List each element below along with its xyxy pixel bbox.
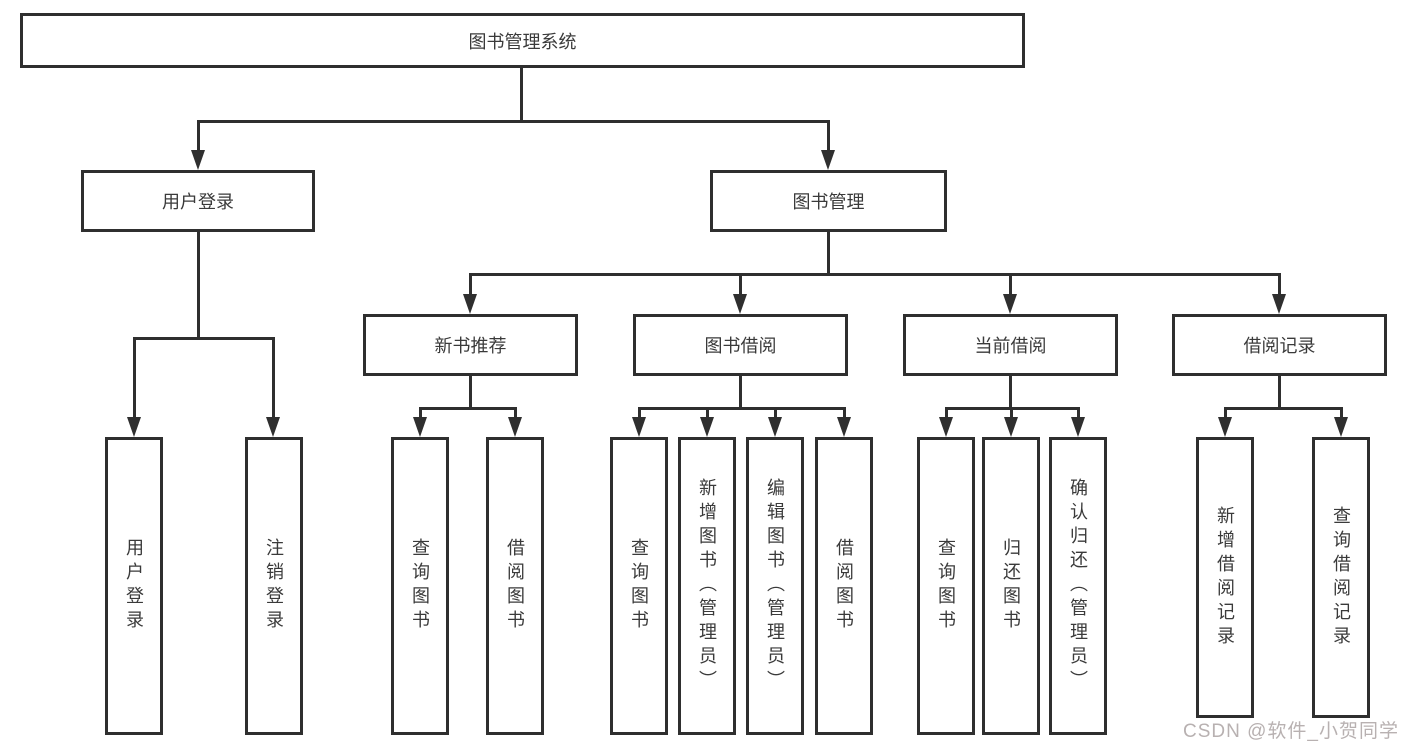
connector-stem-leaf: [706, 407, 709, 421]
arrow-down-icon: [191, 150, 205, 170]
node-root-label: 图书管理系统: [468, 31, 577, 52]
connector-stem-l3: [739, 273, 742, 296]
arrow-down-icon: [463, 294, 477, 314]
connector-g1-horizontal: [419, 407, 517, 410]
connector-bm-vertical: [827, 232, 830, 273]
connector-root-horizontal: [197, 120, 830, 123]
arrow-down-icon: [1334, 417, 1348, 437]
connector-g2-horizontal: [638, 407, 846, 410]
node-user-login: 用户登录: [81, 170, 315, 232]
leaf-borrow-books: 借阅图书: [486, 437, 544, 735]
node-borrow-records: 借阅记录: [1172, 314, 1387, 376]
node-root: 图书管理系统: [20, 13, 1025, 68]
leaf-user-login: 用户登录: [105, 437, 163, 735]
connector-stem-leaf: [1340, 407, 1343, 421]
connector-stem-leaf: [272, 337, 275, 419]
connector-stem-leaf: [638, 407, 641, 421]
connector-login-horizontal: [133, 337, 275, 340]
arrow-down-icon: [1003, 294, 1017, 314]
leaf-query-borrow-record: 查询借阅记录: [1312, 437, 1370, 718]
node-book-management-label: 图书管理: [792, 192, 865, 212]
connector-stem-leaf: [774, 407, 777, 421]
connector-stem-book-management: [827, 120, 830, 152]
leaf-confirm-return-admin: 确认归还（管理员）: [1049, 437, 1107, 735]
leaf-query-books: 查询图书: [391, 437, 449, 735]
connector-stem-leaf: [419, 407, 422, 421]
arrow-down-icon: [1071, 417, 1085, 437]
arrow-down-icon: [1272, 294, 1286, 314]
connector-stem-leaf: [133, 337, 136, 419]
node-book-borrow: 图书借阅: [633, 314, 848, 376]
arrow-down-icon: [1004, 417, 1018, 437]
arrow-down-icon: [821, 150, 835, 170]
arrow-down-icon: [266, 417, 280, 437]
connector-stem-user-login: [197, 120, 200, 152]
leaf-edit-books-admin: 编辑图书（管理员）: [746, 437, 804, 735]
arrow-down-icon: [768, 417, 782, 437]
arrow-down-icon: [700, 417, 714, 437]
csdn-watermark: CSDN @软件_小贺同学: [1183, 721, 1399, 742]
arrow-down-icon: [127, 417, 141, 437]
node-user-login-label: 用户登录: [162, 192, 234, 212]
leaf-add-borrow-record: 新增借阅记录: [1196, 437, 1254, 718]
connector-root-vertical: [520, 68, 523, 120]
leaf-borrow-books: 借阅图书: [815, 437, 873, 735]
connector-bm-horizontal: [469, 273, 1281, 276]
connector-stem-l3: [469, 273, 472, 296]
connector-stem-leaf: [1077, 407, 1080, 421]
arrow-down-icon: [733, 294, 747, 314]
node-book-management: 图书管理: [710, 170, 947, 232]
arrow-down-icon: [413, 417, 427, 437]
arrow-down-icon: [632, 417, 646, 437]
arrow-down-icon: [837, 417, 851, 437]
arrow-down-icon: [1218, 417, 1232, 437]
connector-g3-vertical: [1009, 376, 1012, 407]
leaf-add-books-admin: 新增图书（管理员）: [678, 437, 736, 735]
connector-stem-l3: [1009, 273, 1012, 296]
node-new-book-recommend: 新书推荐: [363, 314, 578, 376]
connector-stem-leaf: [843, 407, 846, 421]
leaf-return-books: 归还图书: [982, 437, 1040, 735]
leaf-query-books: 查询图书: [610, 437, 668, 735]
connector-g1-vertical: [469, 376, 472, 407]
arrow-down-icon: [939, 417, 953, 437]
connector-stem-leaf: [1224, 407, 1227, 421]
leaf-logout: 注销登录: [245, 437, 303, 735]
connector-stem-leaf: [1010, 407, 1013, 421]
connector-g4-horizontal: [1224, 407, 1343, 410]
connector-stem-leaf: [514, 407, 517, 421]
connector-g2-vertical: [739, 376, 742, 407]
leaf-query-books: 查询图书: [917, 437, 975, 735]
arrow-down-icon: [508, 417, 522, 437]
connector-login-vertical: [197, 232, 200, 337]
node-current-borrow: 当前借阅: [903, 314, 1118, 376]
connector-g4-vertical: [1278, 376, 1281, 407]
connector-stem-leaf: [945, 407, 948, 421]
connector-stem-l3: [1278, 273, 1281, 296]
